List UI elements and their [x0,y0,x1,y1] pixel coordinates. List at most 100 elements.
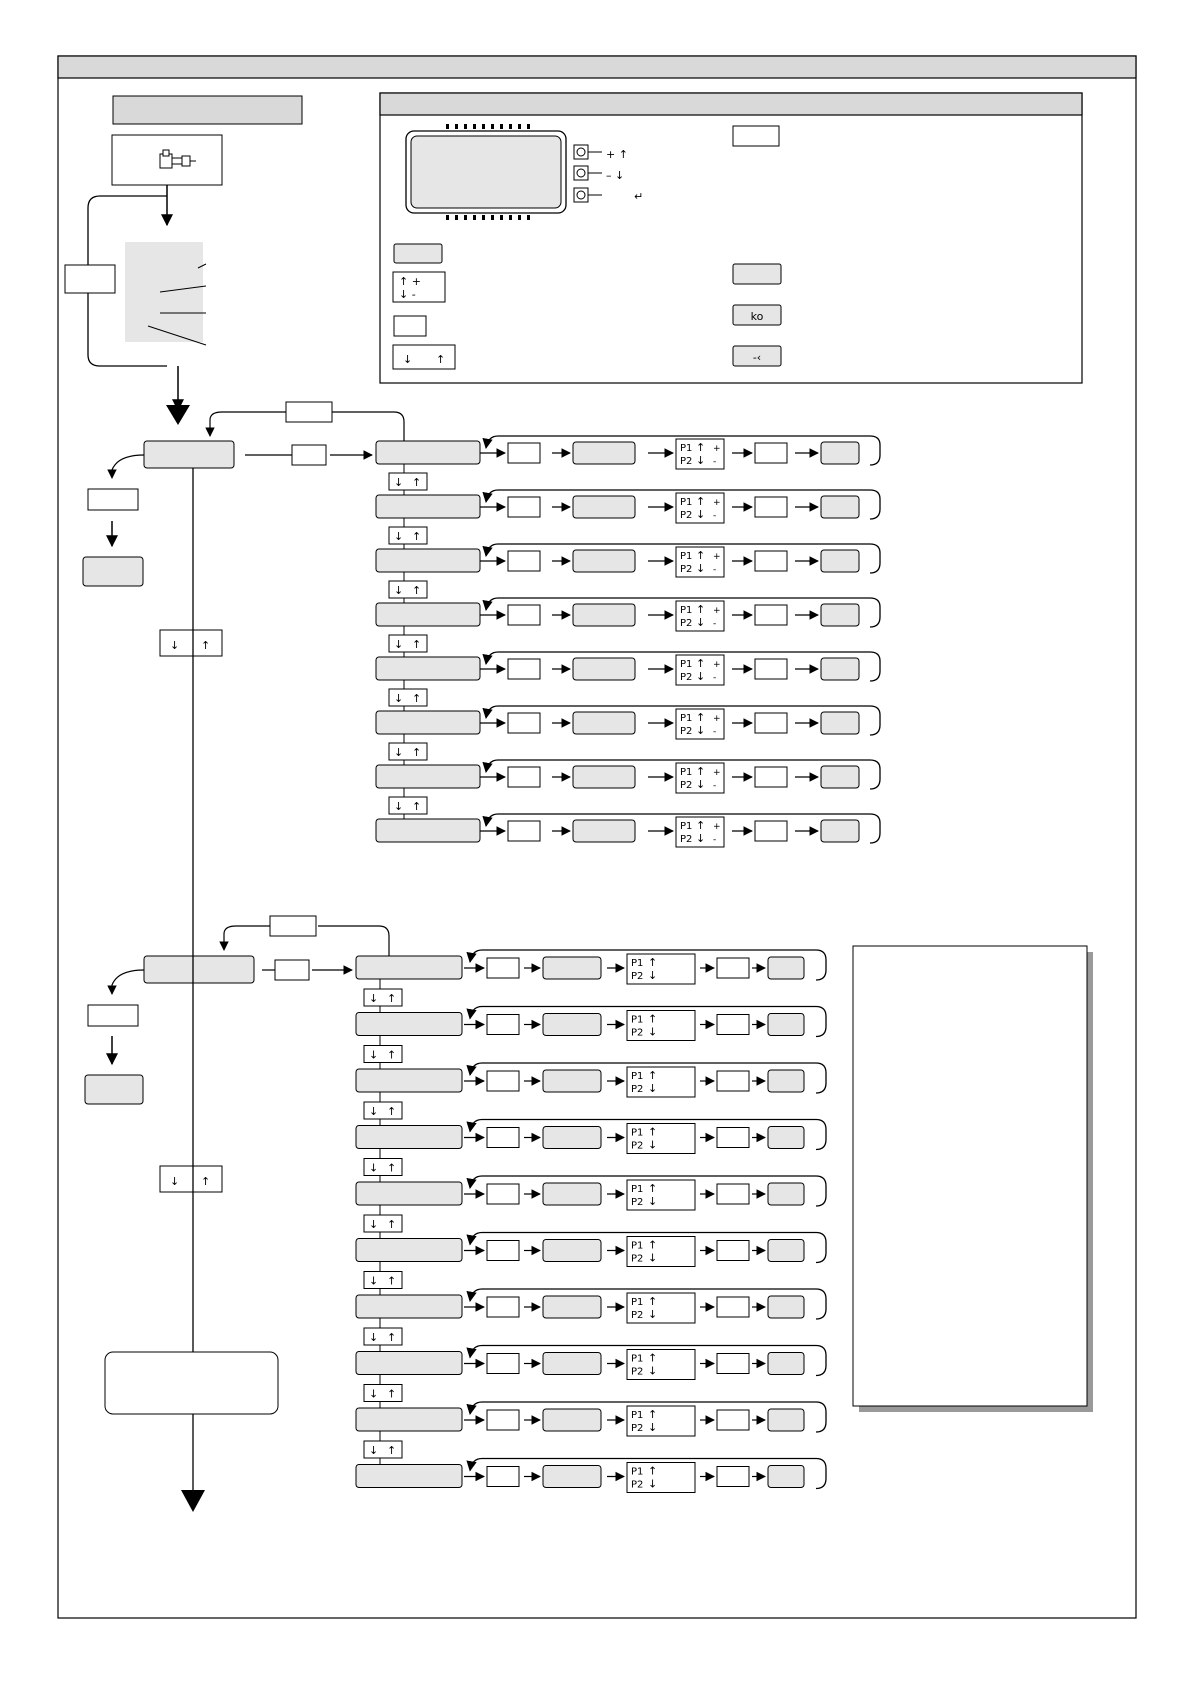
param-b-confirm-box [716,1240,750,1261]
svg-text:+: + [713,714,721,724]
svg-text:ko: ko [751,310,764,323]
param-b-name-box[interactable] [355,1351,463,1375]
nav-key-b-row[interactable]: ↓↑ [363,1318,403,1351]
param-a-result-box [820,549,860,573]
param-b-name-box[interactable] [355,1407,463,1432]
svg-text:P1: P1 [631,1297,643,1308]
nav-key-a-row[interactable]: ↓↑ [388,518,428,549]
svg-text:↓: ↓ [696,562,705,575]
param-b-key-box [486,1353,520,1374]
svg-text:↑: ↑ [648,1239,657,1252]
svg-text:↓: ↓ [369,1218,378,1231]
legend-panel: + ↑ – ↓ ↵ ↑ + ↓ - [379,92,1083,384]
nav-key-a-row[interactable]: ↓↑ [388,680,428,711]
end-info-box [104,1351,279,1415]
param-b-name-box[interactable] [355,1181,463,1206]
svg-text:↑: ↑ [648,1126,657,1139]
nav-key-b-row[interactable]: ↓↑ [363,1205,403,1238]
param-a-result-box [820,765,860,789]
nav-key-a-row[interactable]: ↓↑ [388,788,428,819]
nav-key-b-row[interactable]: ↓↑ [363,1374,403,1408]
svg-text:↓: ↓ [369,1331,378,1344]
nav-key-a[interactable] [159,629,223,657]
nav-key-a-row[interactable]: ↓↑ [388,572,428,603]
svg-text:↑: ↑ [648,1408,657,1421]
param-a-confirm-box [754,604,788,626]
param-b-confirm-box [716,1183,750,1205]
param-a-name-box[interactable] [375,602,481,627]
menu-a-box[interactable] [143,440,235,469]
svg-text:-: - [713,673,716,683]
svg-text:↑: ↑ [696,711,705,724]
param-b-result-box [767,956,805,980]
svg-text:↓: ↓ [369,1105,378,1118]
param-b-name-box[interactable] [355,1012,463,1036]
svg-text:↓: ↓ [696,778,705,791]
param-a-confirm-box [754,658,788,680]
svg-text:↑: ↑ [412,530,421,543]
menu-b-box[interactable] [143,955,255,984]
svg-text:P2: P2 [680,780,692,791]
nav-key-a-row[interactable]: ↓↑ [388,464,428,495]
svg-text:↓: ↓ [394,638,403,651]
param-a-value-box [572,603,636,627]
legend-white-key [732,125,780,147]
svg-text:P2: P2 [680,834,692,845]
param-b-confirm-box [716,1014,750,1035]
param-b-name-box[interactable] [355,955,463,980]
param-b-name-box[interactable] [355,1068,463,1093]
nav-key-b-row[interactable]: ↓↑ [363,1035,403,1069]
nav-key-a-row[interactable]: ↓↑ [388,734,428,765]
down-up-icon: ↓ ↑ [392,344,456,370]
nav-key-b-row[interactable]: ↓↑ [363,1148,403,1182]
svg-text:↑: ↑ [648,1295,657,1308]
nav-key-b-row[interactable]: ↓↑ [363,1261,403,1295]
svg-text:-: - [713,511,716,521]
svg-text:↓: ↓ [394,800,403,813]
menu-a-loop-label [285,401,333,423]
svg-text:P2: P2 [680,726,692,737]
nav-key-b-row[interactable]: ↓↑ [363,979,403,1012]
svg-text:↑: ↑ [387,1444,396,1457]
nav-key-b-row[interactable]: ↓↑ [363,1431,403,1464]
param-a-name-box[interactable] [375,656,481,681]
nav-key-a-row[interactable]: ↓↑ [388,626,428,657]
param-b-key-box [486,1240,520,1261]
param-b-name-box[interactable] [355,1464,463,1488]
param-a-name-box[interactable] [375,494,481,519]
param-a-name-box[interactable] [375,710,481,735]
key-enter: ↵ [573,187,643,203]
param-b-name-box[interactable] [355,1125,463,1149]
svg-text:↑: ↑ [696,549,705,562]
param-a-name-box[interactable] [375,440,481,465]
svg-text:↑: ↑ [387,1105,396,1118]
svg-text:↓: ↓ [696,832,705,845]
menu-b-exit-label [87,1004,139,1027]
param-a-name-box[interactable] [375,764,481,789]
key-minus-down: – ↓ [573,165,624,182]
nav-key-b[interactable] [159,1165,223,1193]
param-b-confirm-box [716,1296,750,1318]
param-a-name-box[interactable] [375,818,481,843]
svg-text:↑: ↑ [648,1013,657,1026]
param-b-name-box[interactable] [355,1238,463,1262]
key-plus-up: + ↑ [573,144,628,161]
svg-text:↑: ↑ [648,1465,657,1478]
nav-key-b-row[interactable]: ↓↑ [363,1092,403,1125]
param-a-name-box[interactable] [375,548,481,573]
svg-text:+: + [713,606,721,616]
menu-b-exit-result [84,1074,144,1105]
svg-text:P2: P2 [631,1254,643,1265]
legend-gray-box [393,243,443,264]
param-b-name-box[interactable] [355,1294,463,1319]
